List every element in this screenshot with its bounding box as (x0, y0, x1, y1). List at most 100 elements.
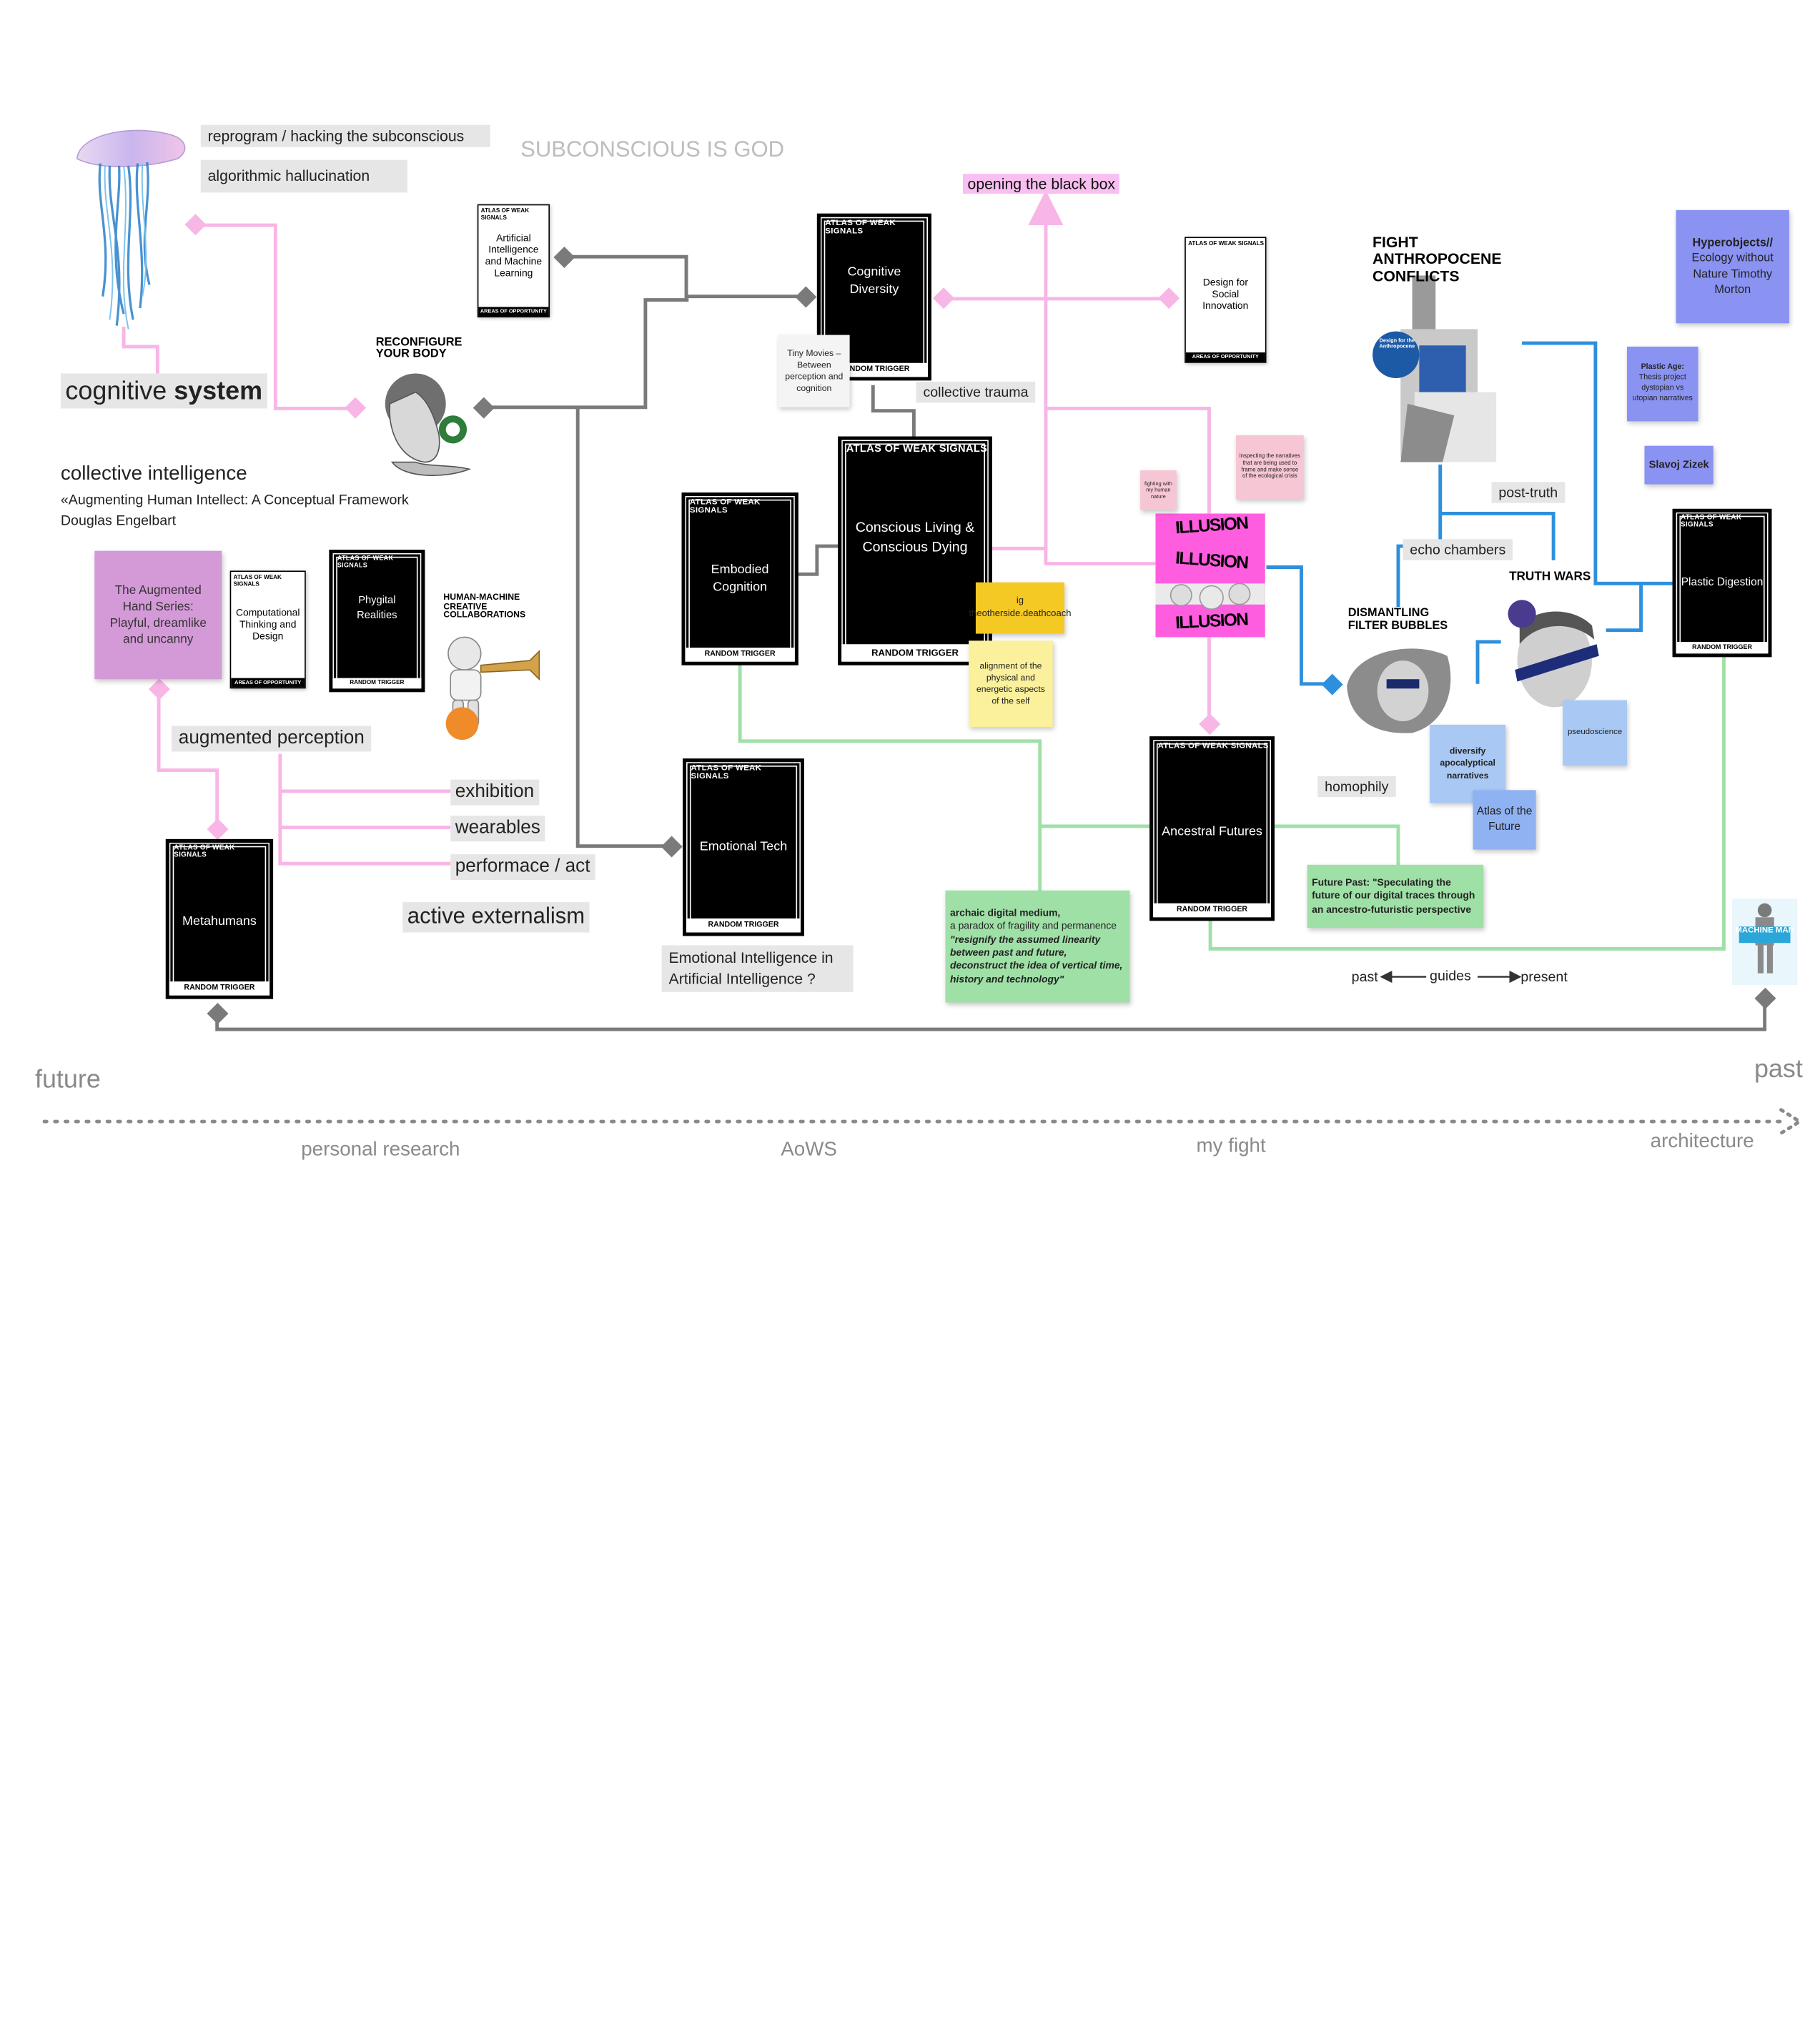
label-post-truth[interactable]: post-truth (1491, 482, 1565, 503)
pink-connector (122, 327, 159, 377)
label-present: present (1520, 969, 1568, 985)
timeline-personal-research: personal research (301, 1137, 460, 1160)
card-title: Design for Social Innovation (1202, 275, 1249, 312)
grey-diamond-node[interactable] (553, 247, 575, 269)
card-areas-label: AREAS OF OPPORTUNITY (231, 678, 305, 688)
timeline-aows: AoWS (781, 1137, 837, 1160)
grey-diamond-node[interactable] (473, 397, 495, 419)
pink-diamond-node[interactable] (345, 397, 367, 419)
blue-diamond-node[interactable] (1321, 673, 1343, 695)
label-opening-black-box[interactable]: opening the black box (962, 174, 1120, 194)
card-atlas-label: ATLAS OF WEAK SIGNALS (689, 498, 761, 515)
pink-diamond-node[interactable] (148, 678, 170, 700)
timeline-architecture: architecture (1650, 1129, 1754, 1152)
anthropocene-collage (1373, 275, 1497, 462)
robot-trumpet-icon (445, 636, 540, 741)
jellyfish-icon (76, 129, 186, 330)
sticky-atlas-future[interactable]: Atlas of the Future (1473, 790, 1536, 850)
pink-connector (278, 753, 451, 866)
label-performace[interactable]: performace / act (450, 854, 595, 881)
headline-reconfigure-your-body: RECONFIGURE YOUR BODY (375, 336, 463, 361)
label-collective-trauma[interactable]: collective trauma (916, 381, 1036, 403)
card-title: Metahumans (182, 914, 257, 929)
card-phygital-realities[interactable]: ATLAS OF WEAK SIGNALS Phygital Realities… (329, 550, 425, 693)
card-emotional-tech[interactable]: ATLAS OF WEAK SIGNALS Emotional Tech RAN… (683, 758, 804, 936)
timeline-axis (42, 1108, 1804, 1135)
card-computational-thinking[interactable]: ATLAS OF WEAK SIGNALS Computational Thin… (229, 570, 306, 689)
label-collective-intelligence: collective intelligence (60, 462, 247, 485)
label-exhibition[interactable]: exhibition (450, 779, 539, 806)
label-active-externalism[interactable]: active externalism (402, 902, 590, 933)
label-wearables[interactable]: wearables (450, 816, 545, 842)
card-ancestral-futures[interactable]: ATLAS OF WEAK SIGNALS Ancestral Futures … (1149, 736, 1275, 921)
engelbart-author: Douglas Engelbart (60, 512, 177, 529)
card-design-social-innovation[interactable]: ATLAS OF WEAK SIGNALS Design for Social … (1185, 237, 1267, 363)
sticky-archaic-body: a paradox of fragility and permanence (950, 919, 1117, 931)
sticky-ig-deathcoach[interactable]: ig theotherside.deathcoach (969, 582, 1072, 634)
sticky-pseudoscience[interactable]: pseudoscience (1563, 700, 1627, 766)
label-cognitive-system[interactable]: cognitive system (60, 373, 267, 409)
connector-layer (42, 190, 1804, 1135)
sticky-alignment[interactable]: alignment of the physical and energetic … (969, 640, 1053, 728)
card-atlas-label: ATLAS OF WEAK SIGNALS (480, 207, 530, 222)
pink-diamond-node[interactable] (184, 214, 207, 236)
sticky-tiny-movies[interactable]: Tiny Movies – Between perception and cog… (778, 335, 850, 407)
card-random-label: RANDOM TRIGGER (685, 648, 795, 662)
sticky-diversify[interactable]: diversify apocalyptical narratives (1430, 724, 1506, 803)
card-random-label: RANDOM TRIGGER (332, 678, 422, 689)
sticky-fighting-nature[interactable]: fighting with my human nature (1140, 470, 1177, 510)
label-augmented-perception[interactable]: augmented perception (172, 726, 372, 752)
pink-connector (196, 223, 356, 410)
label-reprogram[interactable]: reprogram / hacking the subconscious (200, 124, 490, 147)
card-areas-label: AREAS OF OPPORTUNITY (478, 307, 549, 317)
sticky-archaic-quote: "resignify the assumed linearity between… (950, 933, 1123, 985)
card-cognitive-diversity[interactable]: ATLAS OF WEAK SIGNALS Cognitive Diversit… (816, 213, 931, 381)
card-random-label: RANDOM TRIGGER (1153, 903, 1272, 918)
card-conscious-living[interactable]: ATLAS OF WEAK SIGNALS Conscious Living &… (838, 436, 992, 665)
page-title: SUBCONSCIOUS IS GOD (520, 137, 785, 162)
pink-diamond-node[interactable] (1158, 287, 1180, 310)
sticky-archaic-digital[interactable]: archaic digital medium, a paradox of fra… (945, 890, 1130, 1003)
filter-bubbles-face (1347, 648, 1451, 733)
pink-connector (157, 688, 219, 829)
machine-man-poster (1731, 898, 1798, 985)
pink-diamond-node[interactable] (933, 287, 955, 310)
timeline-my-fight: my fight (1196, 1134, 1266, 1157)
grey-diamond-node[interactable] (795, 286, 817, 308)
arrow-left-head (1380, 971, 1393, 984)
sticky-augmented-hand[interactable]: The Augmented Hand Series: Playful, drea… (94, 550, 222, 680)
label-echo-chambers[interactable]: echo chambers (1403, 539, 1513, 560)
card-plastic-digestion[interactable]: ATLAS OF WEAK SIGNALS Plastic Digestion … (1672, 508, 1772, 658)
grey-diamond-node[interactable] (1754, 987, 1776, 1009)
label-algorithmic-hallucination[interactable]: algorithmic hallucination (200, 159, 407, 193)
grey-diamond-node[interactable] (207, 1002, 229, 1025)
blue-connector (1266, 565, 1332, 686)
card-metahumans[interactable]: ATLAS OF WEAK SIGNALS Metahumans RANDOM … (165, 838, 274, 999)
sticky-future-past[interactable]: Future Past: "Speculating the future of … (1307, 864, 1484, 928)
engelbart-reference: «Augmenting Human Intellect: A Conceptua… (60, 491, 409, 508)
card-ai-machine-learning[interactable]: ATLAS OF WEAK SIGNALS Artificial Intelli… (477, 204, 550, 318)
card-random-label: RANDOM TRIGGER (169, 981, 270, 996)
sticky-hyperobjects[interactable]: Hyperobjects// Ecology without Nature Ti… (1676, 209, 1789, 324)
timeline-future: future (34, 1064, 101, 1094)
headline-fight-anthropocene: FIGHT ANTHROPOCENE CONFLICTS (1373, 233, 1502, 284)
pink-diamond-node[interactable] (207, 818, 229, 841)
sticky-plastic-age[interactable]: Plastic Age: Thesis project dystopian vs… (1626, 346, 1698, 422)
card-title: Plastic Digestion (1681, 575, 1764, 589)
sticky-slavoj-zizek[interactable]: Slavoj Zizek (1644, 445, 1713, 485)
card-atlas-label: ATLAS OF WEAK SIGNALS (691, 764, 762, 781)
card-embodied-cognition[interactable]: ATLAS OF WEAK SIGNALS Embodied Cognition… (681, 492, 798, 665)
grey-diamond-node[interactable] (661, 836, 683, 858)
green-connector (1270, 824, 1400, 866)
robot-head-icon (385, 373, 471, 476)
label-cognitive-text: cognitive (65, 375, 174, 405)
grey-connector (871, 385, 916, 438)
sticky-inspecting-narratives[interactable]: inspecting the narratives that are being… (1236, 435, 1304, 500)
blue-connector (1606, 583, 1643, 633)
card-title: Cognitive Diversity (847, 264, 901, 297)
card-atlas-label: ATLAS OF WEAK SIGNALS (1681, 515, 1742, 529)
label-emotional-intelligence-ai[interactable]: Emotional Intelligence in Artificial Int… (661, 945, 854, 993)
label-homophily[interactable]: homophily (1317, 776, 1396, 798)
pink-diamond-node[interactable] (1199, 713, 1221, 736)
green-connector (1208, 654, 1726, 951)
